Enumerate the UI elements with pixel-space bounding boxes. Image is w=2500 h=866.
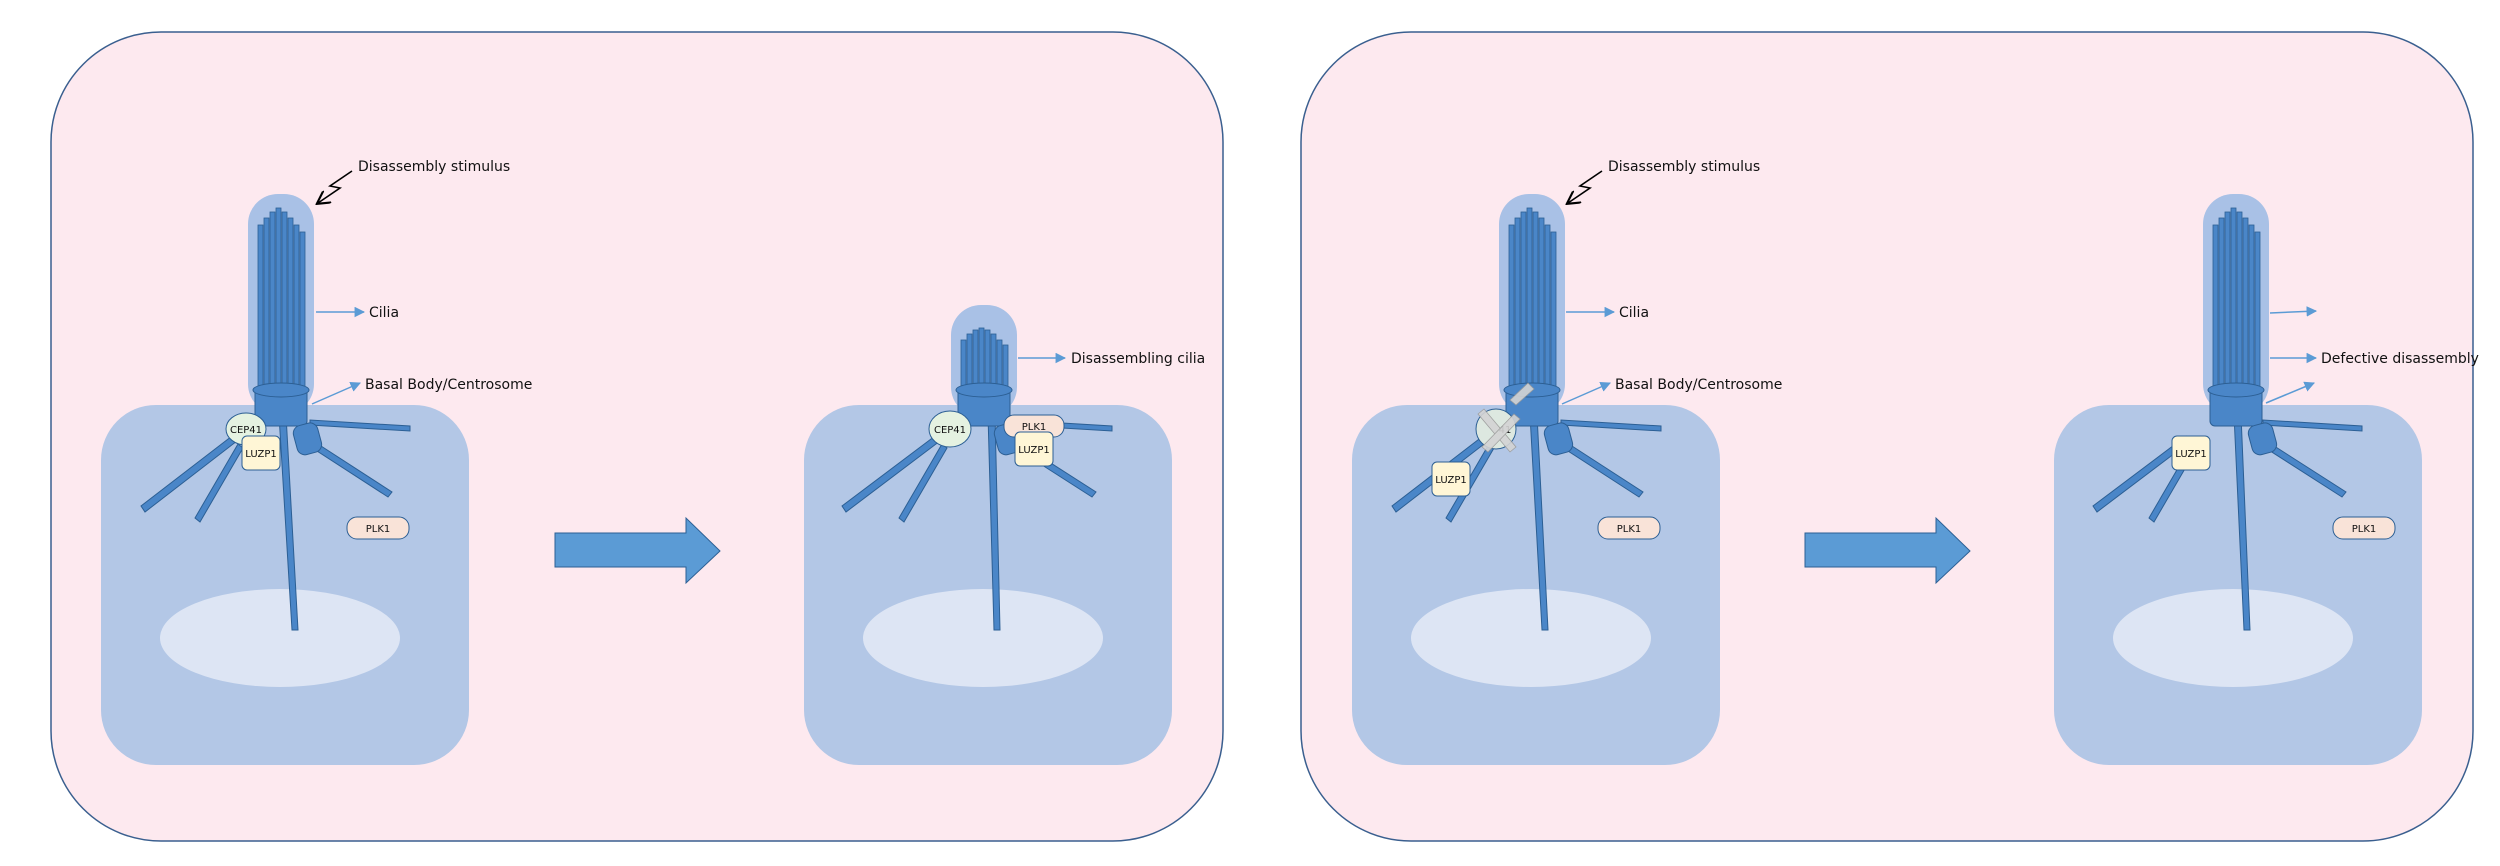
axoneme (2212, 207, 2261, 391)
cell-body (101, 405, 469, 765)
transition-arrow-right (1804, 516, 1971, 585)
basal-body (252, 382, 323, 456)
basal-body (1503, 382, 1574, 456)
plk1 (2332, 516, 2396, 540)
luzp1-label: LUZP1 (1018, 445, 1049, 456)
stimulus-bolt (318, 170, 353, 203)
transition-arrow-left (554, 516, 721, 585)
axoneme-short (960, 327, 1009, 391)
cilia-label: Cilia (369, 305, 399, 321)
luzp1 (241, 435, 281, 471)
nucleus (2113, 589, 2353, 687)
cell-body (804, 405, 1172, 765)
knockout-cross-icon (1477, 382, 1535, 453)
left-before-cell: Disassembly stimulus Cilia Basal Body/Ce… (101, 159, 532, 765)
stimulus-label: Disassembly stimulus (358, 159, 510, 175)
nucleus (863, 589, 1103, 687)
right-before-cell: Disassembly stimulus Cilia Basal Body/Ce… (1352, 159, 1782, 765)
luzp1-label: LUZP1 (1435, 475, 1466, 486)
luzp1 (2171, 435, 2211, 471)
plk1 (346, 516, 410, 540)
basal-body (2207, 382, 2278, 456)
nucleus (160, 589, 400, 687)
plk1-label: PLK1 (2352, 524, 2377, 535)
plk1 (1597, 516, 1661, 540)
basal-body-pointer (1561, 381, 1611, 405)
luzp1 (1014, 431, 1054, 467)
nucleus (1411, 589, 1651, 687)
defective-pointer-top (2269, 306, 2318, 317)
right-after-cell: Defective disassembly LUZP1 PLK1 (2054, 194, 2479, 765)
luzp1 (1431, 461, 1471, 497)
stimulus-bolt (1568, 170, 1603, 203)
defective-pointer-bottom (2265, 381, 2315, 404)
basal-body-label: Basal Body/Centrosome (365, 377, 532, 393)
left-after-cell: Disassembling cilia CEP41 PLK1 LUZP1 (804, 305, 1205, 765)
cilia-label: Cilia (1619, 305, 1649, 321)
axoneme (257, 207, 306, 391)
luzp1-label: LUZP1 (245, 449, 276, 460)
cep41 (928, 410, 972, 448)
plk1-label: PLK1 (1022, 422, 1047, 433)
plk1-label: PLK1 (366, 524, 391, 535)
disassembling-label: Disassembling cilia (1071, 351, 1205, 367)
cep41-label: CEP41 (230, 425, 262, 436)
luzp1-label: LUZP1 (2175, 449, 2206, 460)
cep41-label: CEP41 (934, 425, 966, 436)
basal-body-pointer (311, 381, 361, 405)
cell-body (2054, 405, 2422, 765)
stimulus-label: Disassembly stimulus (1608, 159, 1760, 175)
basal-body-label: Basal Body/Centrosome (1615, 377, 1782, 393)
plk1-label: PLK1 (1617, 524, 1642, 535)
defective-label: Defective disassembly (2321, 351, 2479, 367)
